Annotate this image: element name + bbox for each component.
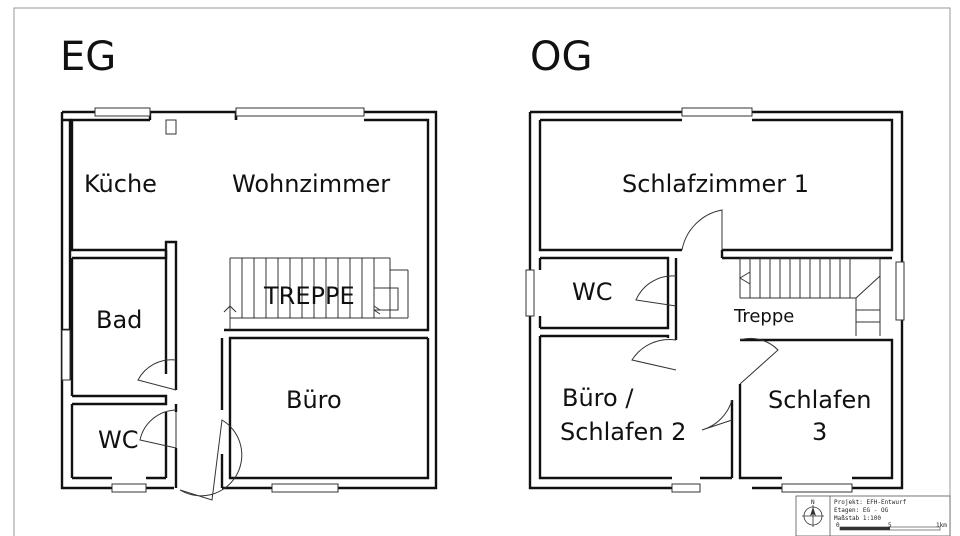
floors-label: Etagen: EG - OG [834,507,889,514]
ground-floor-plan: EG Küche Wohnzimmer [60,34,438,501]
north-arrow-icon [802,505,824,527]
floor-title-og: OG [530,34,592,80]
scale-label: Maßstab 1:100 [834,515,881,522]
project-label: Projekt: EFH-Entwurf [834,499,907,506]
north-label: N [811,499,815,506]
floor-title-eg: EG [60,34,116,80]
room-label-buero-eg: Büro [286,386,342,414]
room-label-schlafen-3b: 3 [812,418,827,446]
sheet-border [13,7,951,536]
upper-floor-plan: OG Schlafzimmer 1 WC Treppe Büro / Sc [525,34,905,493]
title-block: N Projekt: EFH-Entwurf Etagen: EG - OG M… [795,495,951,536]
scale-tick-5: 5 [888,522,892,529]
room-label-wohnzimmer: Wohnzimmer [232,170,390,198]
room-label-wc-og: WC [572,278,613,306]
room-label-kueche: Küche [84,170,157,198]
scale-bar [839,526,941,531]
stairs-eg [223,257,409,330]
stairs-og [739,257,881,336]
scale-tick-0: 0 [836,522,840,529]
room-label-wc-eg: WC [98,426,139,454]
room-label-bad: Bad [96,306,142,334]
room-label-schlafen-2: Schlafen 2 [560,418,686,446]
room-label-treppe-eg: TREPPE [263,282,355,310]
room-label-schlafen-3a: Schlafen [768,386,871,414]
room-label-schlafzimmer-1: Schlafzimmer 1 [622,170,809,198]
scale-tick-1km: 1km [936,522,947,529]
room-label-treppe-og: Treppe [733,306,794,327]
room-label-buero-og: Büro / [562,384,634,412]
